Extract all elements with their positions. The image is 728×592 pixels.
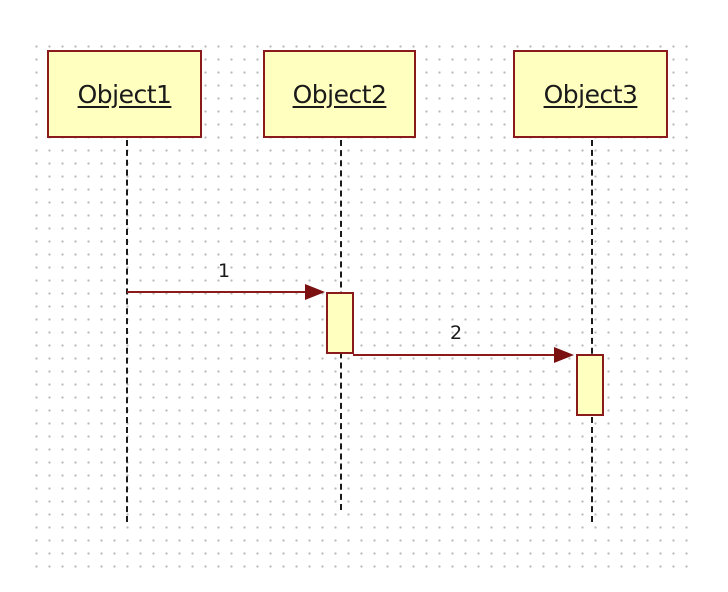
message-1-line[interactable] — [127, 291, 307, 293]
object3-label: Object3 — [543, 79, 638, 109]
object3-lifeline[interactable] — [591, 140, 593, 522]
message-2-label[interactable]: 2 — [450, 322, 463, 344]
object3-activation-bar[interactable] — [576, 354, 604, 416]
message-2-arrowhead — [554, 347, 574, 363]
object1-box[interactable]: Object1 — [47, 50, 202, 138]
object2-label: Object2 — [292, 79, 387, 109]
message-1-arrowhead — [305, 284, 325, 300]
object2-box[interactable]: Object2 — [263, 50, 416, 138]
object1-label: Object1 — [77, 79, 172, 109]
object2-activation-bar[interactable] — [326, 292, 354, 354]
object3-box[interactable]: Object3 — [513, 50, 668, 138]
object1-lifeline[interactable] — [126, 140, 128, 522]
message-1-label[interactable]: 1 — [218, 260, 231, 282]
message-2-line[interactable] — [353, 354, 556, 356]
